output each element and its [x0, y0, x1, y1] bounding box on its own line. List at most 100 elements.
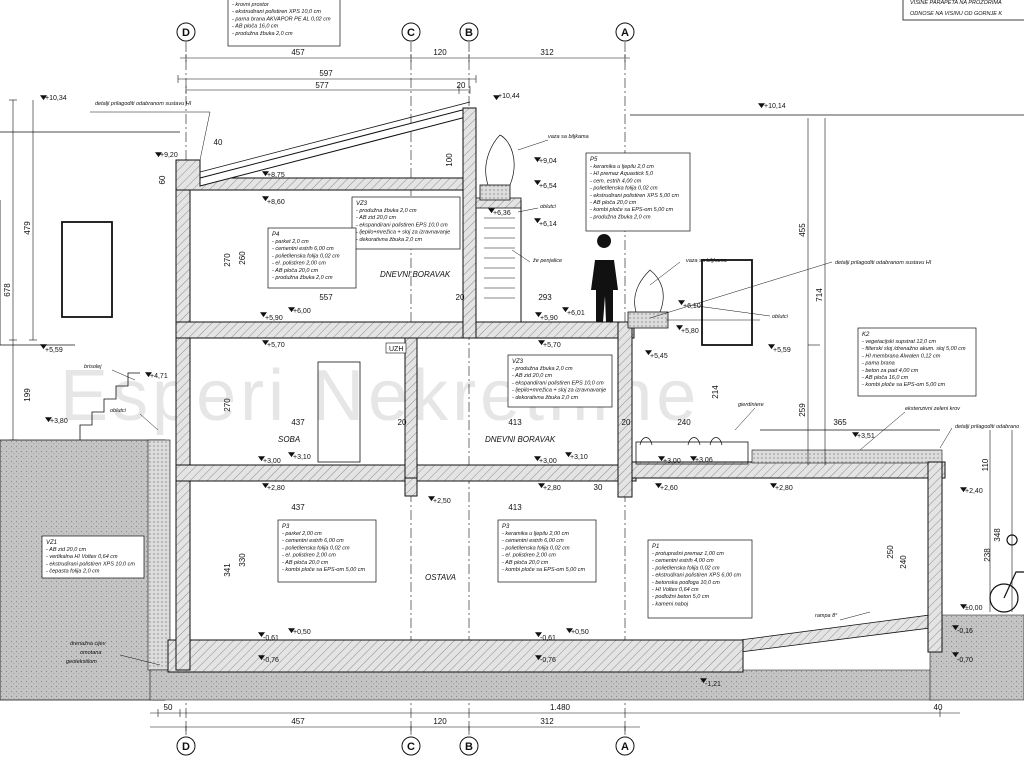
note-box-p4: P4- parket 2,0 cm- cementni estrih 6,00 … — [267, 227, 357, 289]
note-box-roof-top: - krovni prostor- ekstrudirani polistire… — [227, 0, 341, 47]
note-line: - AB ploča 16,0 cm — [862, 375, 909, 381]
note-line: - vertikalna HI Voltex 0,64 cm — [46, 554, 118, 560]
level-text: -1,21 — [705, 681, 721, 688]
level-text: +5,59 — [45, 347, 63, 354]
level-marker: -0,76 — [535, 655, 556, 664]
level-text: -0,76 — [540, 657, 556, 664]
level-marker: +5,90 — [260, 312, 283, 322]
note-line: - kombi ploče sa EPS-om 5,00 cm — [590, 207, 674, 213]
note-line: - krovni prostor — [232, 2, 270, 8]
level-text: +10,44 — [498, 93, 520, 100]
dim-100: 100 — [445, 153, 454, 167]
note-line: - cementni estrih 6,00 cm — [272, 246, 334, 252]
note-line: - polietilenska folija 0,02 cm — [282, 545, 350, 551]
note-line: - AB zid 20,0 cm — [356, 215, 397, 221]
dim-50-bottom: 50 — [164, 703, 173, 712]
note-line: - produžna žbuka 2,0 cm — [232, 31, 293, 37]
level-text: +10,34 — [45, 95, 67, 102]
neighbour-building-right — [630, 114, 1024, 346]
note-line: - polietilenska folija 0,02 cm — [652, 565, 720, 571]
dim-120-bottom: 120 — [433, 717, 447, 726]
dim-341: 341 — [223, 563, 232, 577]
axis-label: C — [407, 741, 415, 753]
column-mid — [404, 477, 418, 497]
level-marker: +6,36 — [488, 208, 511, 217]
level-marker: +3,51 — [852, 432, 875, 440]
level-marker: ±0,00 — [960, 604, 983, 612]
level-marker: +9,20 — [155, 152, 178, 159]
level-text: -0,61 — [263, 635, 279, 642]
note-line: - dekorativna žbuka 2,0 cm — [512, 395, 578, 401]
level-marker: +10,14 — [758, 103, 786, 110]
dim-214: 214 — [711, 385, 720, 399]
dim-40: 40 — [214, 138, 223, 147]
note-line: - kombi ploče sa EPS-om 5,00 cm — [282, 567, 366, 573]
level-text: +3,00 — [263, 458, 281, 465]
annotation-zeleni-krov: ekstenzivni zeleni krov — [905, 406, 961, 412]
neighbour-building-left — [0, 131, 180, 346]
axis-bubble-c-bottom: C — [401, 736, 421, 756]
note-line: - ekstrudirani polistiren XPS 6,00 cm — [652, 573, 741, 579]
note-line: - produžna žbuka 2,0 cm — [272, 275, 333, 281]
note-box-p3-mid: P3- keramika u ljepilu 2,00 cm- cementni… — [497, 519, 597, 583]
uzh-label: UZH — [385, 342, 407, 354]
annotation-omotana: omotana — [80, 650, 101, 656]
wall-mid-top — [462, 107, 477, 339]
note-line: - polietilenska folija 0,02 cm — [272, 253, 340, 259]
level-text: +5,90 — [540, 315, 558, 322]
level-text: +9,20 — [160, 152, 178, 159]
annotation-detail-hi-top: detalji prilagoditi odabranom sustavu HI — [95, 101, 192, 107]
note-line: - kameni naboj — [652, 601, 689, 607]
level-text: ±0,00 — [965, 605, 983, 612]
level-text: +2,80 — [543, 485, 561, 492]
material-notes: - krovni prostor - ekstrudirani polistire… — [41, 0, 977, 619]
level-marker: +3,10 — [565, 452, 588, 461]
level-text: +8,75 — [267, 172, 285, 179]
annotation-geotekstil: geotekstilom — [66, 659, 97, 665]
note-title: K2 — [862, 332, 870, 338]
note-line: - vegetacijski supstrat 12,0 cm — [862, 339, 936, 345]
axis-bubble-b-top: B — [459, 22, 479, 42]
axis-bubble-c-top: C — [401, 22, 421, 42]
level-marker: +9,04 — [534, 157, 557, 165]
note-line: - el. polistiren 2,00 cm — [272, 261, 326, 267]
axis-label: A — [621, 27, 629, 39]
axis-label: B — [465, 27, 473, 39]
dim-60: 60 — [158, 175, 167, 184]
level-text: +3,51 — [857, 433, 875, 440]
wall-c-lower — [404, 337, 418, 497]
level-marker: +3,80 — [45, 417, 68, 425]
level-text: +2,80 — [267, 485, 285, 492]
level-marker: +8,75 — [262, 171, 285, 179]
ground-right — [929, 614, 1024, 701]
ramp — [739, 614, 931, 653]
level-text: +2,40 — [965, 488, 983, 495]
note-line: - el. polistiren 2,00 cm — [282, 553, 336, 559]
sloped-roof — [199, 107, 471, 187]
note-box-vz1: VZ1- AB zid 20,0 cm- vertikalna HI Volte… — [41, 535, 145, 579]
dim-1480: 1.480 — [550, 703, 571, 712]
note-box-p1: P1- protuprašni premaz 1,00 cm- cementni… — [647, 539, 753, 619]
dim-240: 240 — [899, 555, 908, 569]
note-line: - podložni beton 5,0 cm — [652, 594, 710, 600]
top-right-note-line1: VISINE PARAPETA NA PROZORIMA — [910, 0, 1002, 6]
annotation-vaza-mid: vaza sa biljkama — [686, 258, 727, 264]
uzh-text: UZH — [389, 346, 403, 353]
annotation-brisolej: brisolej — [84, 364, 102, 370]
dim-312-top: 312 — [540, 48, 554, 57]
dim-330: 330 — [238, 553, 247, 567]
level-marker: -0,61 — [258, 632, 279, 642]
dim-30: 30 — [594, 483, 603, 492]
leader-lines — [90, 111, 953, 666]
axis-label: A — [621, 741, 629, 753]
level-text: -0,61 — [540, 635, 556, 642]
dim-714: 714 — [815, 288, 824, 302]
right-vertical-dims — [807, 118, 1013, 612]
note-line: - dekorativna žbuka 2,0 cm — [356, 237, 422, 243]
level-marker: +3,00 — [258, 456, 281, 465]
level-text: -0,76 — [263, 657, 279, 664]
note-line: - betonska podloga 10,0 cm — [652, 580, 720, 586]
note-line: - beton za pad 4,00 cm — [862, 368, 919, 374]
axis-bubbles: D C B A D C B A — [176, 22, 635, 756]
level-marker: +2,50 — [428, 496, 451, 505]
